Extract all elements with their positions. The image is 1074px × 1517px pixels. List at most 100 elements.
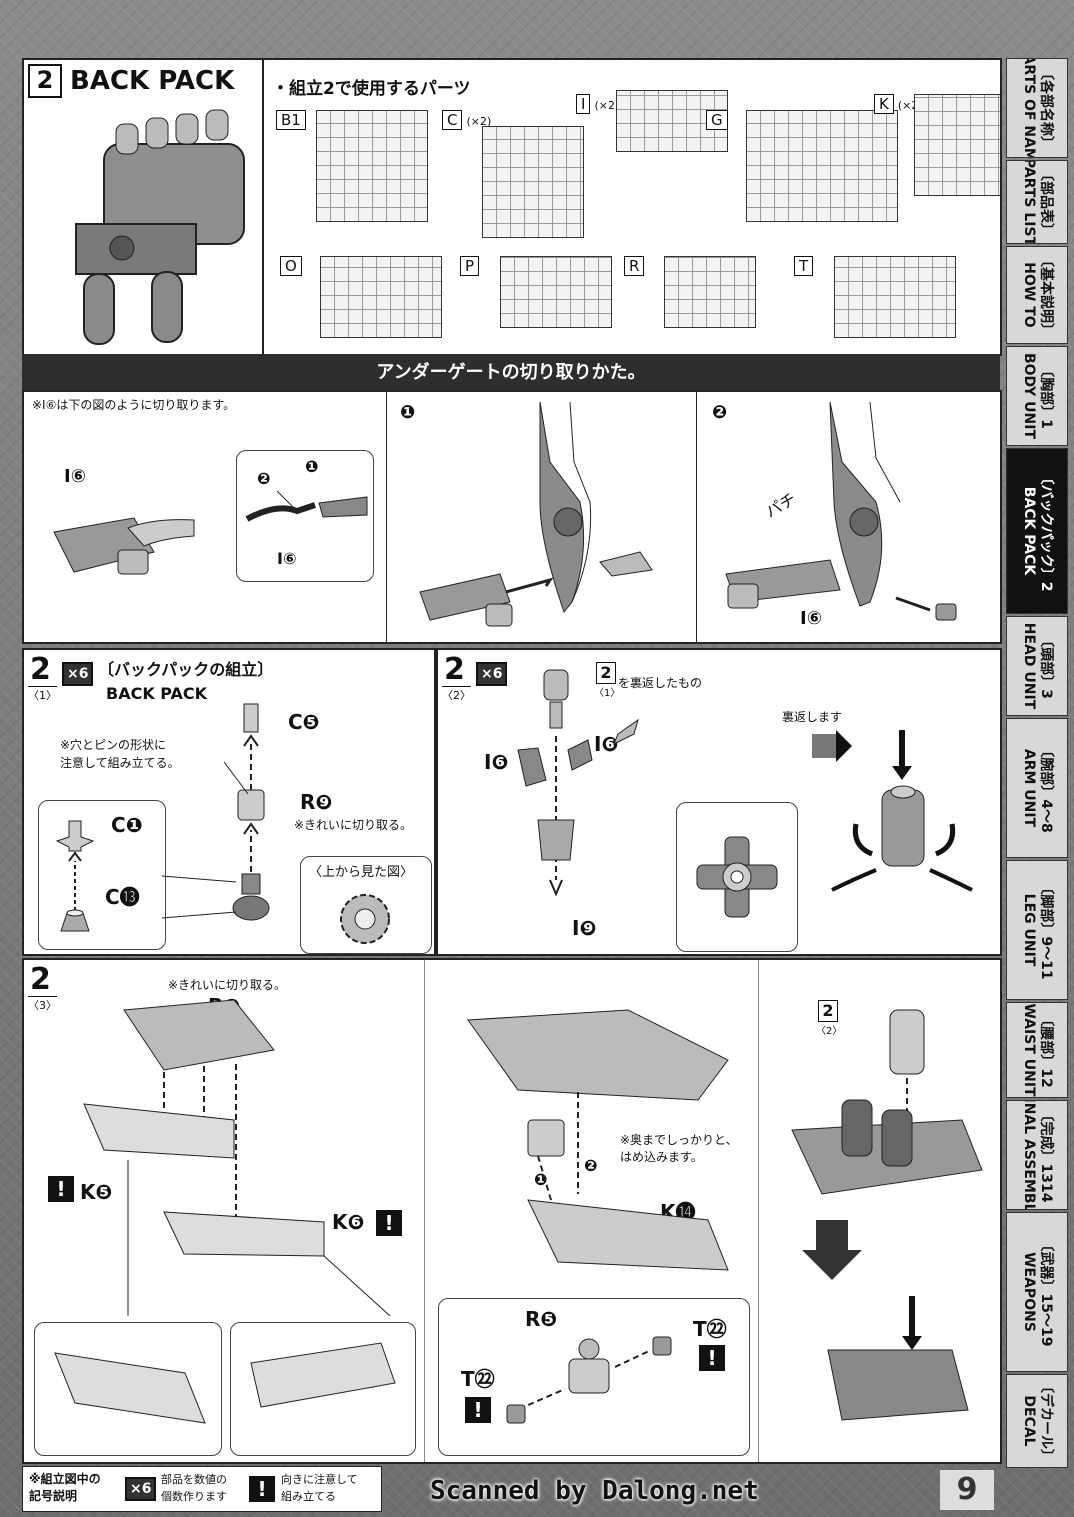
label-c13: C⓭ bbox=[105, 885, 140, 909]
parts-tag-g: G bbox=[706, 110, 728, 130]
step2-number: 2 bbox=[444, 652, 465, 687]
legend-bar: ※組立図中の 記号説明 ×6 部品を数値の 個数作ります ! 向きに注意して 組… bbox=[22, 1466, 382, 1512]
step3-note-cut: ※きれいに切り取る。 bbox=[168, 978, 287, 992]
step1-assembly-drawing bbox=[161, 703, 270, 921]
caution-icon: ! bbox=[48, 1176, 74, 1202]
under-gate-banner: アンダーゲートの切り取りかた。 bbox=[22, 354, 1000, 392]
parts-title: ・組立2で使用するパーツ bbox=[272, 79, 471, 99]
parts-id: I bbox=[576, 94, 591, 114]
scanned-by: Scanned by Dalong.net bbox=[430, 1476, 759, 1506]
parts-qty: (×2) bbox=[594, 99, 620, 112]
sprue-thumbnail bbox=[914, 94, 1000, 196]
legend-head: ※組立図中の 記号説明 bbox=[29, 1472, 101, 1503]
sidebar-tab-leg-unit[interactable]: 〔脚部〕9～11 LEG UNIT bbox=[1006, 860, 1068, 1000]
sidebar-tab-head-unit[interactable]: 〔頭部〕3 HEAD UNIT bbox=[1006, 616, 1068, 716]
label-n1: ❶ bbox=[305, 457, 319, 476]
step1-left-inset: C❶ C⓭ bbox=[38, 800, 166, 950]
label-k6: K❻ bbox=[332, 1210, 365, 1234]
label-t22b: T㉒ bbox=[693, 1317, 727, 1341]
detail-inset: ❷ ❶ I⑥ bbox=[236, 450, 374, 582]
step1-title-jp: 〔バックパックの組立〕 bbox=[98, 660, 274, 679]
sidebar-tab-parts-list[interactable]: 〔部品表〕 PARTS LIST bbox=[1006, 160, 1068, 244]
sidebar-tab-back-pack[interactable]: 〔バックパック〕2 BACK PACK bbox=[1006, 448, 1068, 614]
legend-caution-text: 向きに注意して 組み立てる bbox=[281, 1473, 358, 1503]
divider bbox=[424, 960, 425, 1462]
legend-x6-icon: ×6 bbox=[125, 1477, 157, 1501]
cut-illustration-1 bbox=[53, 517, 195, 575]
sidebar-tab-label: 〔腕部〕4～8 ARM UNIT bbox=[1021, 743, 1054, 833]
legend-x6-text: 部品を数値の 個数作ります bbox=[161, 1473, 227, 1503]
step1-note-shape: ※穴とピンの形状に 注意して組み立てる。 bbox=[60, 738, 180, 770]
step2-assembly-drawing bbox=[517, 669, 639, 897]
step1-sub: 〈1〉 bbox=[28, 686, 57, 703]
flip-label: 裏返します bbox=[782, 710, 843, 724]
divider bbox=[696, 392, 697, 642]
label-n1: ❶ bbox=[400, 402, 416, 423]
sidebar-tab-label: 〔基本説明〕 HOW TO bbox=[1021, 253, 1054, 337]
step2-multiplier: ×6 bbox=[476, 662, 508, 686]
step3-ref-num: 2 bbox=[818, 1000, 838, 1022]
label-k5: K❺ bbox=[80, 1180, 113, 1204]
label-t22a: T㉒ bbox=[461, 1367, 495, 1391]
step1-multiplier: ×6 bbox=[62, 662, 94, 686]
divider bbox=[386, 392, 387, 642]
sidebar-tab-weapons[interactable]: 〔武器〕15～19 WEAPONS bbox=[1006, 1212, 1068, 1372]
topview-label: 〈上から見た図〉 bbox=[309, 865, 414, 880]
sidebar-tab-decal[interactable]: 〔デカール〕 DECAL bbox=[1006, 1374, 1068, 1468]
caution-icon: ! bbox=[376, 1210, 402, 1236]
step3-inset-right bbox=[230, 1322, 416, 1456]
label-i6: I⑥ bbox=[800, 608, 822, 629]
step1-panel: 2 〈1〉 ×6 〔バックパックの組立〕 BACK PACK ※穴とピンの形状に… bbox=[22, 648, 436, 956]
step3-sub: 〈3〉 bbox=[28, 996, 57, 1013]
label-c1: C❶ bbox=[111, 813, 143, 837]
parts-qty: (×2) bbox=[466, 115, 492, 128]
label-i6: I⑥ bbox=[277, 549, 297, 568]
sidebar-tab-label: 〔武器〕15～19 WEAPONS bbox=[1021, 1237, 1054, 1347]
cut-illustration-3 bbox=[725, 401, 957, 621]
step2-panel: 2 〈2〉 ×6 2 〈1〉 を裏返したもの 裏返します I❻ I❻ I❾ bbox=[436, 648, 1002, 956]
sprue-thumbnail bbox=[316, 110, 428, 222]
sidebar-tab-label: 〔腰部〕12 WAIST UNIT bbox=[1021, 1003, 1054, 1097]
parts-tag-p: P bbox=[460, 256, 480, 276]
step2-ref-num: 2 bbox=[596, 662, 616, 684]
backpack-illustration bbox=[75, 109, 245, 345]
parts-id: B1 bbox=[276, 110, 306, 130]
topview-gear-drawing bbox=[340, 894, 390, 944]
parts-tag-o: O bbox=[280, 256, 302, 276]
sidebar-tab-final-assemble[interactable]: 〔完成〕1314 FINAL ASSEMBLE bbox=[1006, 1100, 1068, 1210]
legend-caution-icon: ! bbox=[249, 1476, 275, 1502]
parts-id: K bbox=[874, 94, 894, 114]
sprue-thumbnail bbox=[500, 256, 612, 328]
label-r5: R❺ bbox=[525, 1307, 558, 1331]
label-n2: ❷ bbox=[712, 402, 728, 423]
cross-view-drawing bbox=[696, 836, 778, 918]
sprue-thumbnail bbox=[834, 256, 956, 338]
step3-panel: 2 〈3〉 ※きれいに切り取る。 B❸ K❺ ! K❻ ! ※奥までしっかりと、… bbox=[22, 958, 1002, 1464]
caution-icon: ! bbox=[465, 1397, 491, 1423]
label-c5: C❺ bbox=[288, 710, 320, 734]
parts-tag-t: T bbox=[794, 256, 814, 276]
sidebar-tab-label: 〔バックパック〕2 BACK PACK bbox=[1021, 470, 1054, 592]
topview-inset: 〈上から見た図〉 bbox=[300, 856, 432, 954]
parts-id: O bbox=[280, 256, 302, 276]
sidebar-tab-label: 〔頭部〕3 HEAD UNIT bbox=[1021, 622, 1054, 710]
page-number: 9 bbox=[940, 1470, 994, 1510]
step3-left-drawing bbox=[83, 999, 391, 1317]
label-i6: I⑥ bbox=[64, 466, 86, 487]
sidebar-tab-label: 〔部品表〕 PARTS LIST bbox=[1021, 160, 1054, 244]
sidebar-tab-waist-unit[interactable]: 〔腰部〕12 WAIST UNIT bbox=[1006, 1002, 1068, 1098]
sidebar-tab-parts-of-name[interactable]: 〔各部名称〕 PARTS OF NAME bbox=[1006, 58, 1068, 158]
flip-inset bbox=[812, 730, 973, 950]
sidebar-tab-how-to[interactable]: 〔基本説明〕 HOW TO bbox=[1006, 246, 1068, 344]
parts-id: P bbox=[460, 256, 480, 276]
step1-note-cut: ※きれいに切り取る。 bbox=[294, 818, 413, 832]
parts-tag-c: C(×2) bbox=[442, 110, 491, 130]
sidebar-tab-body-unit[interactable]: 〔胸部〕1 BODY UNIT bbox=[1006, 346, 1068, 446]
label-n1: ❶ bbox=[534, 1170, 548, 1189]
step3-middle-drawing bbox=[467, 1009, 729, 1271]
sidebar-tab-arm-unit[interactable]: 〔腕部〕4～8 ARM UNIT bbox=[1006, 718, 1068, 858]
step3-right-drawing bbox=[791, 1009, 983, 1421]
step3-ref-sub: 〈2〉 bbox=[816, 1026, 843, 1037]
sprue-thumbnail bbox=[664, 256, 756, 328]
